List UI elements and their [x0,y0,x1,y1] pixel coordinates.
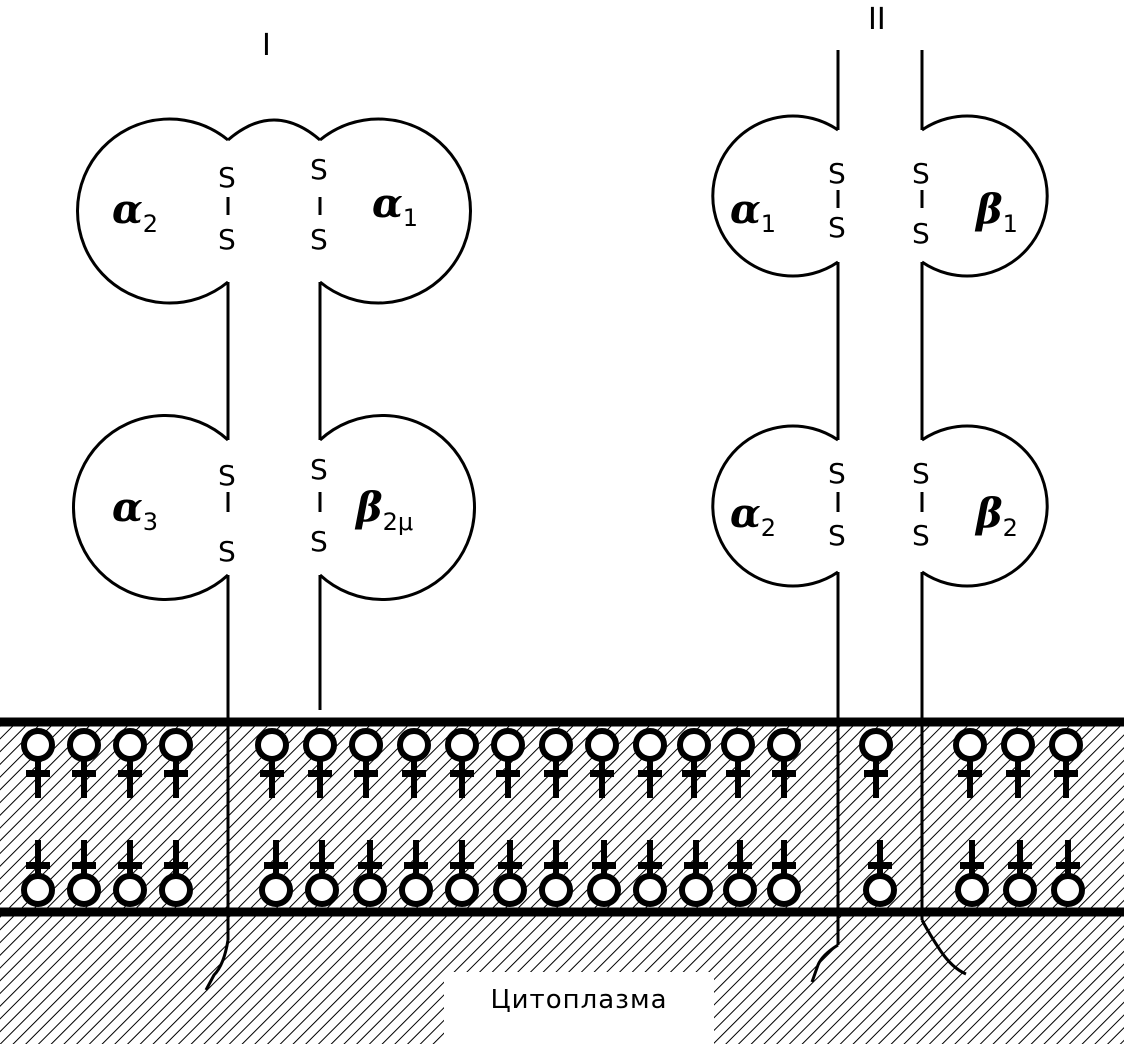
domain-label-ii-b1: β1 [976,186,1018,238]
sulfur-label: S [828,519,846,552]
sulfur-label: S [912,157,930,190]
lipid-head [445,840,479,907]
lipid-head [259,840,293,907]
lipid-head [721,728,755,798]
lipid-head [767,840,801,907]
sulfur-label: S [912,217,930,250]
domain-label-i-a1: α1 [372,180,419,232]
domain-label-i-a2: α2 [112,186,159,238]
lipid-head [679,840,713,907]
lipid-head [1003,840,1037,907]
domain-shape-i-a1 [319,117,472,305]
domain-label-i-a3: α3 [112,484,159,536]
chain-ii-beta-tail [920,919,967,976]
lipid-head [539,840,573,907]
class-two-label: II [868,2,886,37]
sulfur-label: S [310,223,328,256]
domain-shape-ii-b1 [921,114,1049,278]
sulfur-label: S [218,161,236,194]
lipid-head [67,840,101,907]
sulfur-label: S [828,211,846,244]
lipid-head [21,840,55,907]
sulfur-label: S [310,453,328,486]
chain-ii-alpha-tail [810,943,839,983]
lipid-head [305,840,339,907]
domain-label-ii-b2: β2 [976,490,1018,542]
domain-label-ii-a2: α2 [730,490,777,542]
lipid-head [491,728,525,798]
cytoplasm-label-background [444,972,714,1044]
lipid-head [397,728,431,798]
domain-shape-i-a3 [71,414,230,601]
lipid-head [677,728,711,798]
domain-shape-i-a2 [76,117,229,305]
sulfur-label: S [828,457,846,490]
chain-i-left-tail [204,939,230,991]
domain-bridge-i [227,118,321,142]
lipid-head [159,728,193,798]
sulfur-label: S [218,459,236,492]
domain-shape-i-b2m [318,414,477,601]
lipid-head [399,840,433,907]
lipid-head [1051,840,1085,907]
class-one-molecule [71,117,477,991]
class-one-label: I [262,28,271,63]
sulfur-label: S [310,525,328,558]
sulfur-label: S [218,223,236,256]
lipid-head [767,728,801,798]
lipid-head [113,728,147,798]
lipid-head [21,728,55,798]
lipid-head [67,728,101,798]
lipid-layer-inner [21,840,1085,907]
lipid-head [585,728,619,798]
domain-shape-ii-b2 [921,424,1049,588]
lipid-head [159,840,193,907]
lipid-head [1049,728,1083,798]
lipid-head [349,728,383,798]
domain-label-ii-a1: α1 [730,186,777,238]
cytoplasm-label: Цитоплазма [490,985,668,1015]
lipid-head [723,840,757,907]
lipid-head [113,840,147,907]
lipid-head [303,728,337,798]
lipid-head [353,840,387,907]
lipid-head [633,728,667,798]
domain-shape-ii-a1 [711,114,839,278]
lipid-head [1001,728,1035,798]
sulfur-label: S [912,457,930,490]
sulfur-label: S [828,157,846,190]
lipid-head [955,840,989,907]
sulfur-label: S [218,535,236,568]
lipid-head [493,840,527,907]
lipid-layer-outer [21,728,1083,798]
lipid-head [587,840,621,907]
class-two-molecule [711,50,1049,983]
lipid-head [633,840,667,907]
sulfur-label: S [912,519,930,552]
lipid-head [863,840,897,907]
disulfide-dashes [226,190,924,512]
sulfur-label: S [310,153,328,186]
domain-label-i-b2m: β2μ [356,484,414,536]
domain-shape-ii-a2 [711,424,839,588]
lipid-head [255,728,289,798]
lipid-head [953,728,987,798]
lipid-head [539,728,573,798]
lipid-head [445,728,479,798]
lipid-head [859,728,893,798]
